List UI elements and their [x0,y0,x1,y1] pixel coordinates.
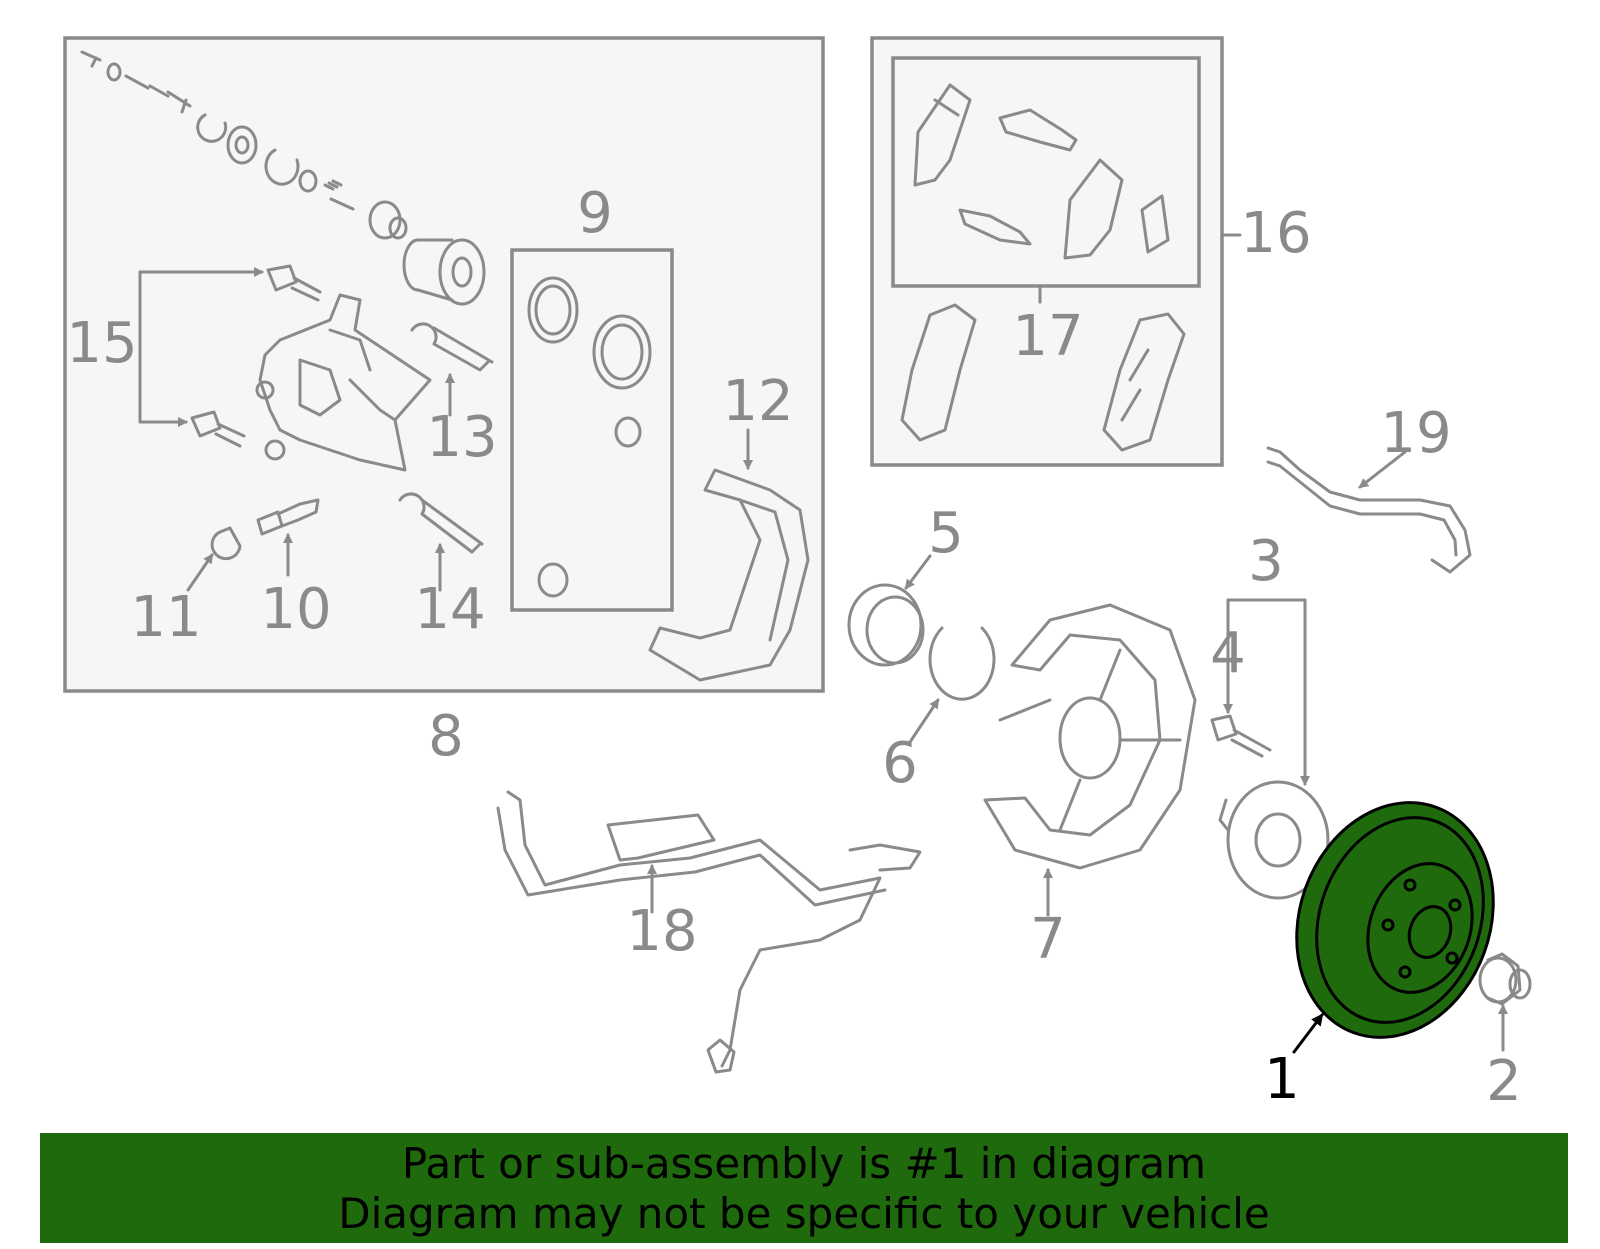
banner-line-1: Part or sub-assembly is #1 in diagram [401,1139,1207,1188]
pad-kit-box [870,36,1224,467]
pad-hardware [900,83,1242,452]
caliper-assembly-box [63,36,825,693]
callout-19: 19 [1380,401,1451,466]
caliper-body [255,293,432,472]
dust-shield [983,603,1197,917]
callout-9: 9 [577,181,613,246]
callout-2: 2 [1486,1049,1522,1114]
info-banner: Part or sub-assembly is #1 in diagram Di… [40,1133,1568,1243]
callout-3: 3 [1248,529,1284,594]
seal-kit-parts [527,276,652,598]
callout-13: 13 [426,405,497,470]
bleeder-and-cap [186,498,320,592]
guide-pin-parts [80,50,486,306]
brake-hose [1266,446,1472,574]
callout-18: 18 [626,899,697,964]
seal-kit-box [510,248,674,612]
callout-1: 1 [1264,1047,1300,1112]
wheel-hub [1210,598,1330,900]
caliper-bracket [648,428,810,682]
caliper-bolts [138,264,322,448]
callout-7: 7 [1030,907,1066,972]
callout-8: 8 [428,704,464,769]
hardware-kit-box [891,56,1201,288]
callout-11: 11 [130,585,201,650]
hub-nut [1478,952,1532,1052]
callout-6: 6 [882,731,918,796]
callout-17: 17 [1012,304,1083,369]
callout-4: 4 [1210,621,1246,686]
callout-10: 10 [260,577,331,642]
abs-sensor-wire [496,790,922,1074]
callout-12: 12 [722,369,793,434]
callout-16: 16 [1240,201,1311,266]
brake-rotor-highlight [1292,801,1495,1054]
callout-15: 15 [66,311,137,376]
banner-line-2: Diagram may not be specific to your vehi… [338,1189,1270,1238]
bearing-and-snap-ring [847,554,996,744]
callout-5: 5 [928,501,964,566]
guide-pins [398,322,494,592]
callout-14: 14 [414,577,485,642]
